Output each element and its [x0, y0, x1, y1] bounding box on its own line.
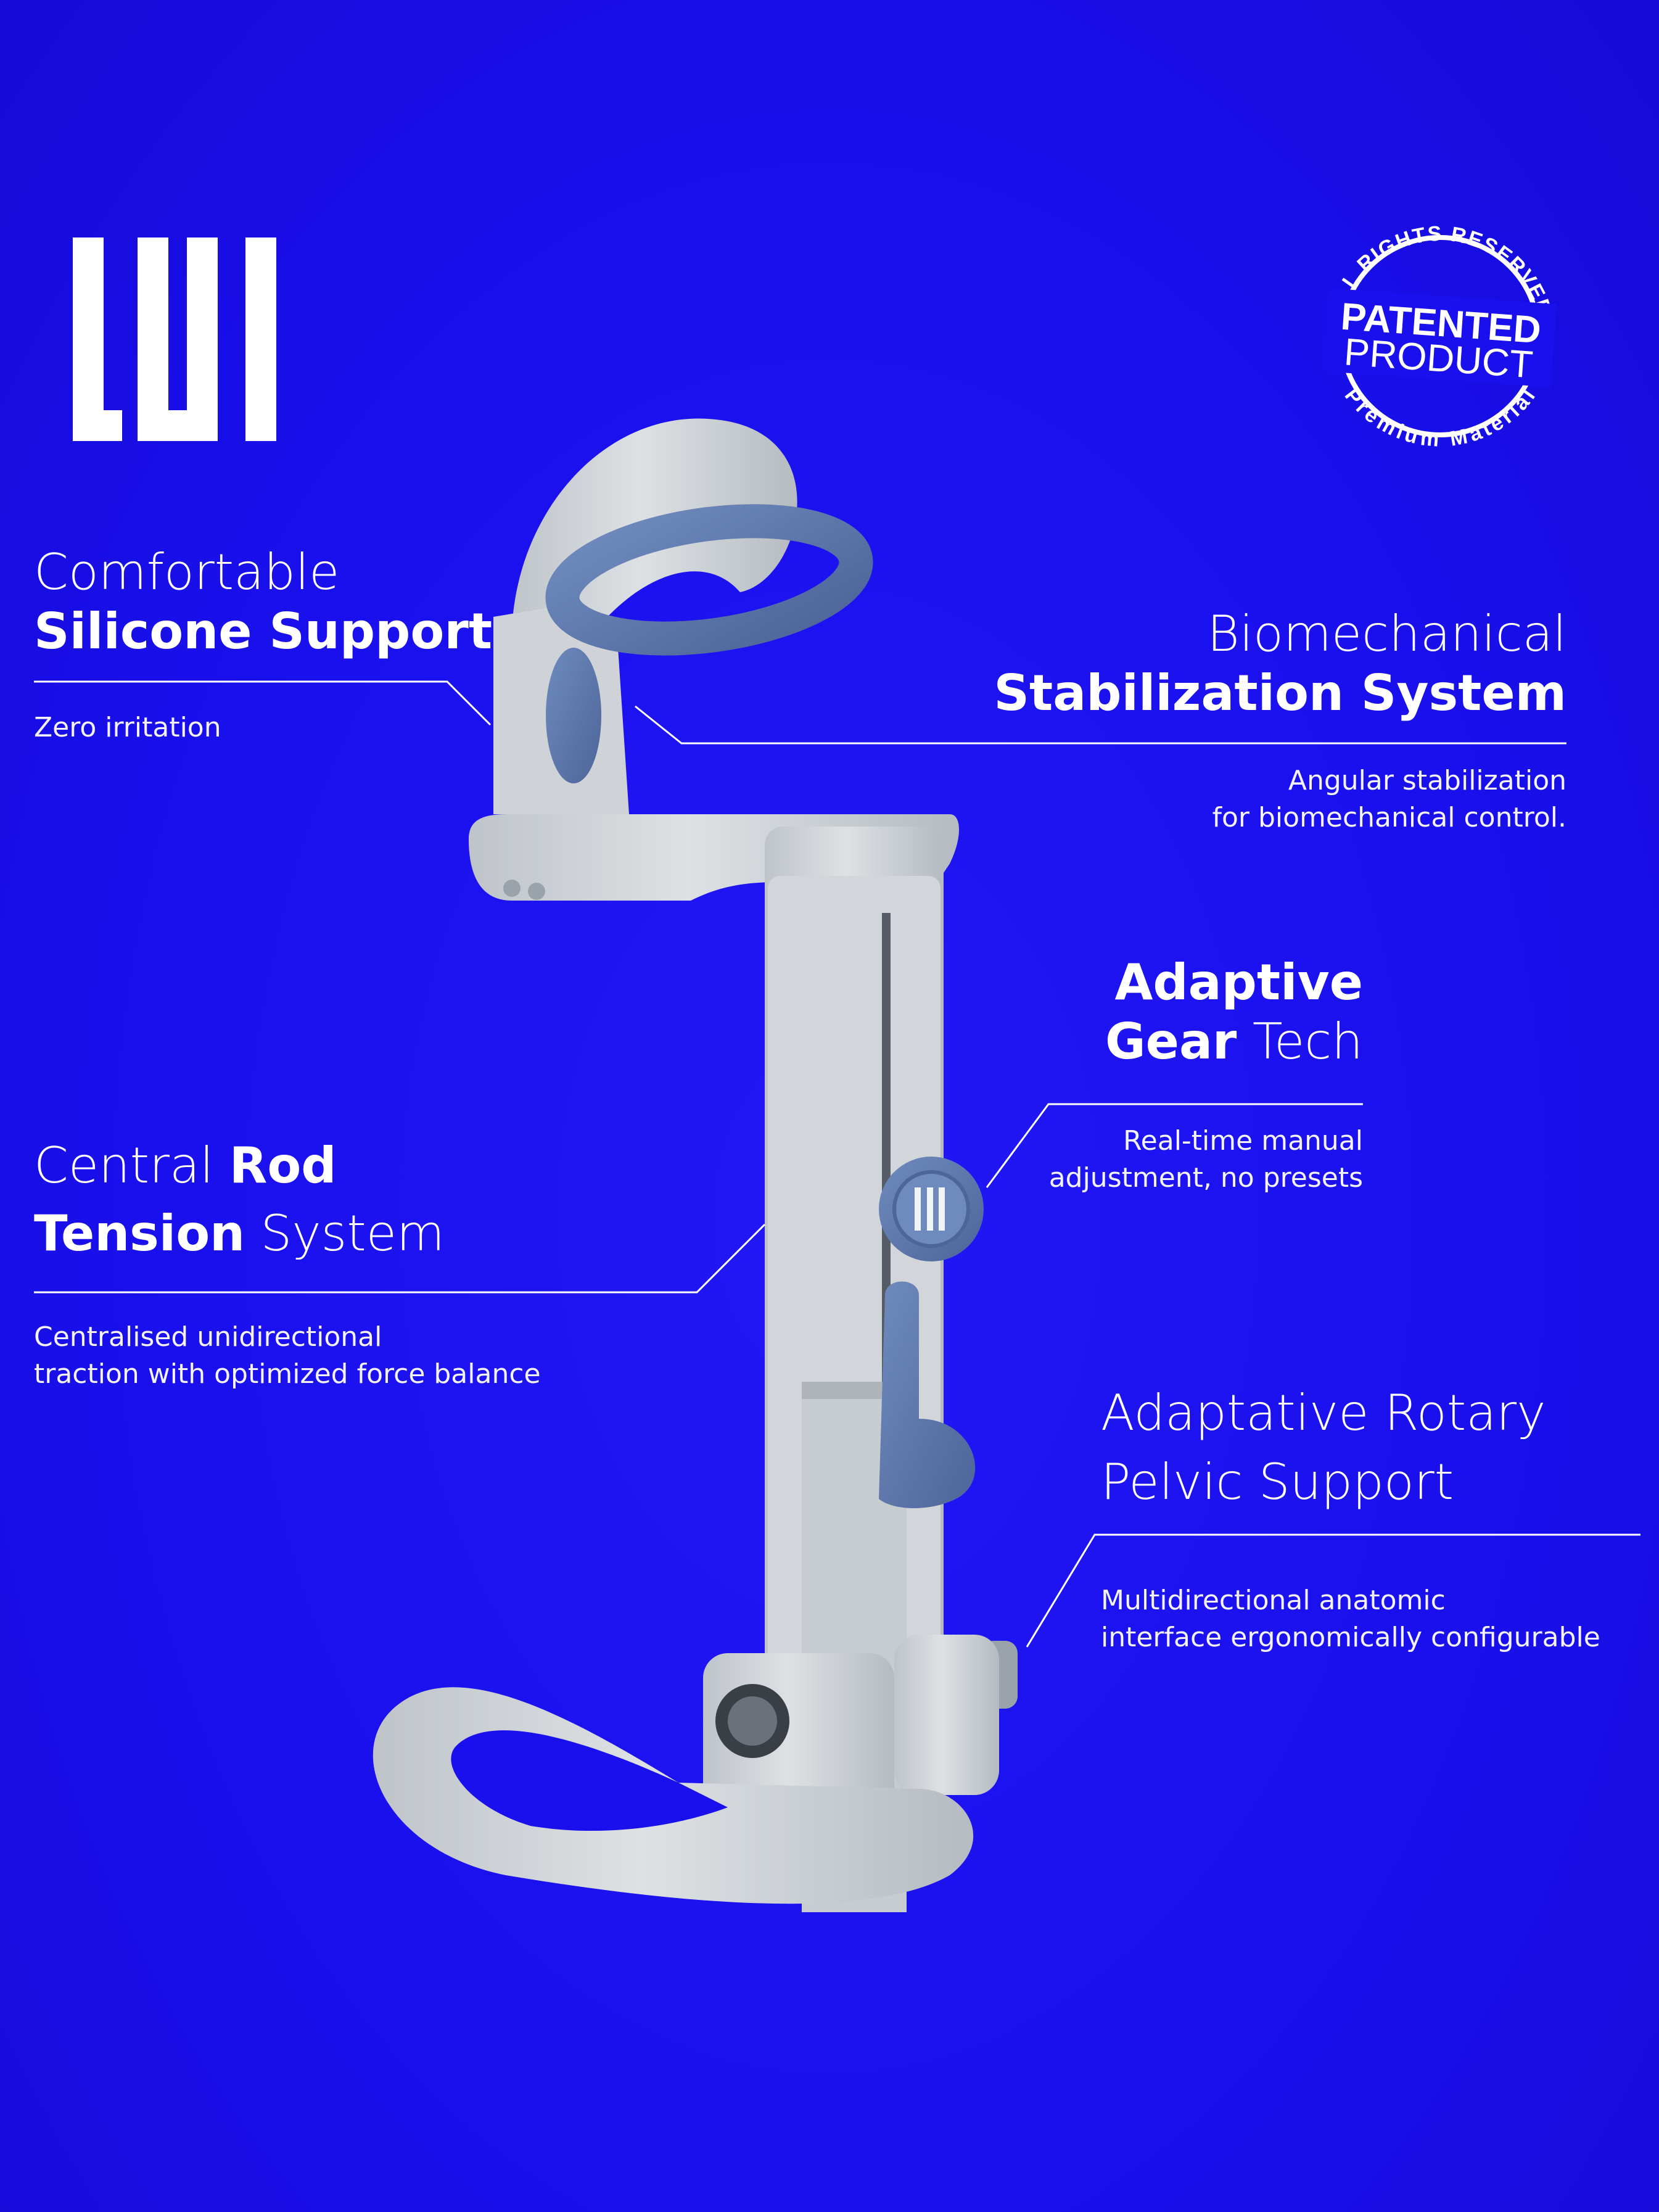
silicone-desc: Zero irritation: [34, 712, 221, 743]
silicone-title-light: Comfortable: [34, 543, 340, 601]
gear-title-bold2: Gear: [1105, 1013, 1237, 1070]
cradle-pad: [546, 648, 601, 783]
gear-title-light2: Tech: [1252, 1013, 1363, 1070]
patented-product-badge: ALL RIGHTS RESERVED Premium Material PAT…: [1323, 222, 1557, 452]
pelvic-title: Adaptative Rotary Pelvic Support: [1101, 1379, 1546, 1517]
rod-title: Central Rod Tension System: [34, 1132, 445, 1268]
gear-title-bold1: Adaptive: [1114, 954, 1364, 1011]
biomech-desc-line2: for biomechanical control.: [1212, 802, 1566, 833]
biomech-title-light: Biomechanical: [1207, 605, 1566, 662]
line-biomech: [635, 705, 1566, 745]
biomech-title-bold: Stabilization System: [994, 664, 1566, 722]
silicone-title-bold: Silicone Support: [34, 603, 493, 660]
gear-desc-line1: Real-time manual: [1123, 1125, 1363, 1157]
rod-title-light2: System: [260, 1205, 445, 1262]
line-silicone: [34, 680, 492, 726]
biomech-desc: Angular stabilization for biomechanical …: [1212, 762, 1566, 836]
silicone-ring: [545, 504, 873, 656]
rod-title-bold1: Rod: [229, 1137, 337, 1194]
biomech-desc-line1: Angular stabilization: [1288, 765, 1566, 796]
gear-desc-line2: adjustment, no presets: [1048, 1162, 1363, 1194]
pelvic-desc-line1: Multidirectional anatomic: [1101, 1585, 1446, 1616]
line-rod: [34, 1223, 766, 1294]
tension-lever: [879, 1281, 976, 1508]
rod-desc-line2: traction with optimized force balance: [34, 1358, 541, 1390]
gear-title: Adaptive Gear Tech: [1105, 953, 1363, 1071]
pelvic-title-line1: Adaptative Rotary: [1101, 1384, 1546, 1442]
biomech-title: Biomechanical Stabilization System: [994, 605, 1566, 723]
rod-desc: Centralised unidirectional traction with…: [34, 1319, 541, 1393]
rod-title-light1: Central: [34, 1137, 214, 1194]
pelvic-title-line2: Pelvic Support: [1101, 1453, 1454, 1511]
rod-desc-line1: Centralised unidirectional: [34, 1321, 382, 1353]
lui-logo: [73, 237, 276, 441]
pelvic-desc-line2: interface ergonomically configurable: [1101, 1622, 1600, 1653]
gear-desc: Real-time manual adjustment, no presets: [1049, 1123, 1363, 1197]
device-illustration: [373, 418, 1018, 1912]
line-gear: [986, 1103, 1363, 1188]
line-pelvic: [1026, 1533, 1640, 1648]
pelvic-desc: Multidirectional anatomic interface ergo…: [1101, 1582, 1600, 1656]
rod-title-bold2: Tension: [34, 1205, 245, 1262]
silicone-title: Comfortable Silicone Support: [34, 543, 492, 661]
